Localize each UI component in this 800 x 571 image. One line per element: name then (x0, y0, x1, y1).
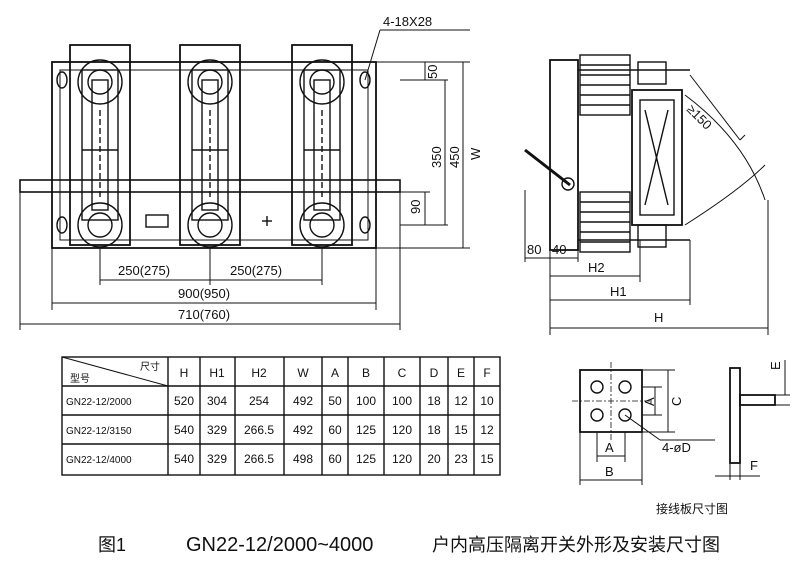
plate-hole (590, 408, 604, 422)
dim-pitch-2: 250(275) (230, 263, 282, 278)
table-value-cell: 18 (427, 423, 441, 437)
table-value-cell: 15 (480, 452, 494, 466)
spec-table (61, 356, 501, 476)
table-value-cell: 492 (293, 394, 313, 408)
nameplate (145, 214, 169, 228)
table-value-cell: 254 (249, 394, 269, 408)
side-frame (549, 59, 579, 251)
mount-slot (359, 71, 371, 89)
front-view (19, 29, 470, 330)
plate-title: 接线板尺寸图 (656, 501, 728, 516)
table-value-cell: 498 (293, 452, 313, 466)
table-value-cell: 329 (207, 452, 227, 466)
table-header-cell: H (180, 366, 189, 380)
table-value-cell: 12 (480, 423, 494, 437)
table-header-cell: A (331, 366, 339, 380)
mount-slot (359, 216, 371, 234)
plate-label-a-right: A (642, 397, 657, 406)
mount-slot (56, 71, 68, 89)
table-value-cell: 266.5 (244, 452, 274, 466)
table-value-cell: 125 (356, 452, 376, 466)
plate-label-b: B (605, 464, 614, 479)
table-value-cell: 100 (392, 394, 412, 408)
plate-label-e: E (768, 361, 783, 370)
plate-label-c: C (669, 397, 684, 406)
table-value-cell: 492 (293, 423, 313, 437)
plate-hole (618, 408, 632, 422)
table-value-cell: 540 (174, 452, 194, 466)
plate-hole (618, 380, 632, 394)
hole-note-label: 4-18X28 (383, 14, 432, 29)
table-header-cell: D (430, 366, 439, 380)
dim-h2: H2 (588, 260, 605, 275)
table-header-cell: C (398, 366, 407, 380)
table-value-cell: 540 (174, 423, 194, 437)
table-value-cell: 15 (454, 423, 468, 437)
table-value-cell: 520 (174, 394, 194, 408)
table-value-cell: 100 (356, 394, 376, 408)
table-value-cell: 304 (207, 394, 227, 408)
table-value-cell: 125 (356, 423, 376, 437)
table-value-cell: 12 (454, 394, 468, 408)
table-header-cell: H2 (251, 366, 267, 380)
dim-pitch-1: 250(275) (118, 263, 170, 278)
table-header-cell: E (457, 366, 465, 380)
side-view (524, 54, 769, 335)
dim-50: 50 (425, 65, 440, 79)
plate-label-a-bottom: A (605, 440, 614, 455)
plate-label-holes: 4-øD (662, 440, 691, 455)
table-model-cell: GN22-12/2000 (66, 397, 132, 408)
table-model-cell: GN22-12/3150 (66, 426, 132, 437)
table-value-cell: 23 (454, 452, 468, 466)
dim-h: H (654, 310, 663, 325)
table-value-cell: 266.5 (244, 423, 274, 437)
table-value-cell: 60 (328, 423, 342, 437)
pole-2 (179, 44, 241, 248)
table-value-cell: 50 (328, 394, 342, 408)
dim-350: 350 (429, 146, 444, 168)
mount-slot (56, 216, 68, 234)
pole-1 (69, 44, 131, 248)
dim-angle: ≥150 (684, 102, 715, 133)
table-header-cell: W (297, 366, 309, 380)
table-value-cell: 10 (480, 394, 494, 408)
table-corner-top: 尺寸 (140, 360, 160, 373)
dim-90: 90 (408, 200, 423, 214)
base-frame (51, 61, 377, 249)
table-model-cell: GN22-12/4000 (66, 455, 132, 466)
table-header-cell: H1 (209, 366, 225, 380)
table-corner-bottom: 型号 (70, 372, 90, 385)
dim-450: 450 (447, 146, 462, 168)
lower-insulator (579, 191, 631, 253)
plate-label-f: F (750, 458, 758, 473)
table-value-cell: 20 (427, 452, 441, 466)
dim-900: 900(950) (178, 286, 230, 301)
table-value-cell: 60 (328, 452, 342, 466)
caption-fig: 图1 (98, 535, 126, 555)
table-value-cell: 120 (392, 423, 412, 437)
dim-h1: H1 (610, 284, 627, 299)
dim-40: 40 (552, 242, 566, 257)
caption-desc: 户内高压隔离开关外形及安装尺寸图 (432, 535, 720, 555)
plate-profile (729, 367, 741, 464)
table-value-cell: 18 (427, 394, 441, 408)
crank-pivot (561, 177, 575, 191)
table-header-cell: F (483, 366, 490, 380)
table-value-cell: 120 (392, 452, 412, 466)
dim-w: W (468, 147, 483, 160)
dim-710: 710(760) (178, 307, 230, 322)
dim-80: 80 (527, 242, 541, 257)
caption-model: GN22-12/2000~4000 (186, 534, 373, 556)
table-header-cell: B (362, 366, 370, 380)
table-value-cell: 329 (207, 423, 227, 437)
pole-3 (291, 44, 353, 248)
upper-insulator (579, 54, 631, 116)
terminal-plate-detail (572, 360, 790, 485)
plate-hole (590, 380, 604, 394)
